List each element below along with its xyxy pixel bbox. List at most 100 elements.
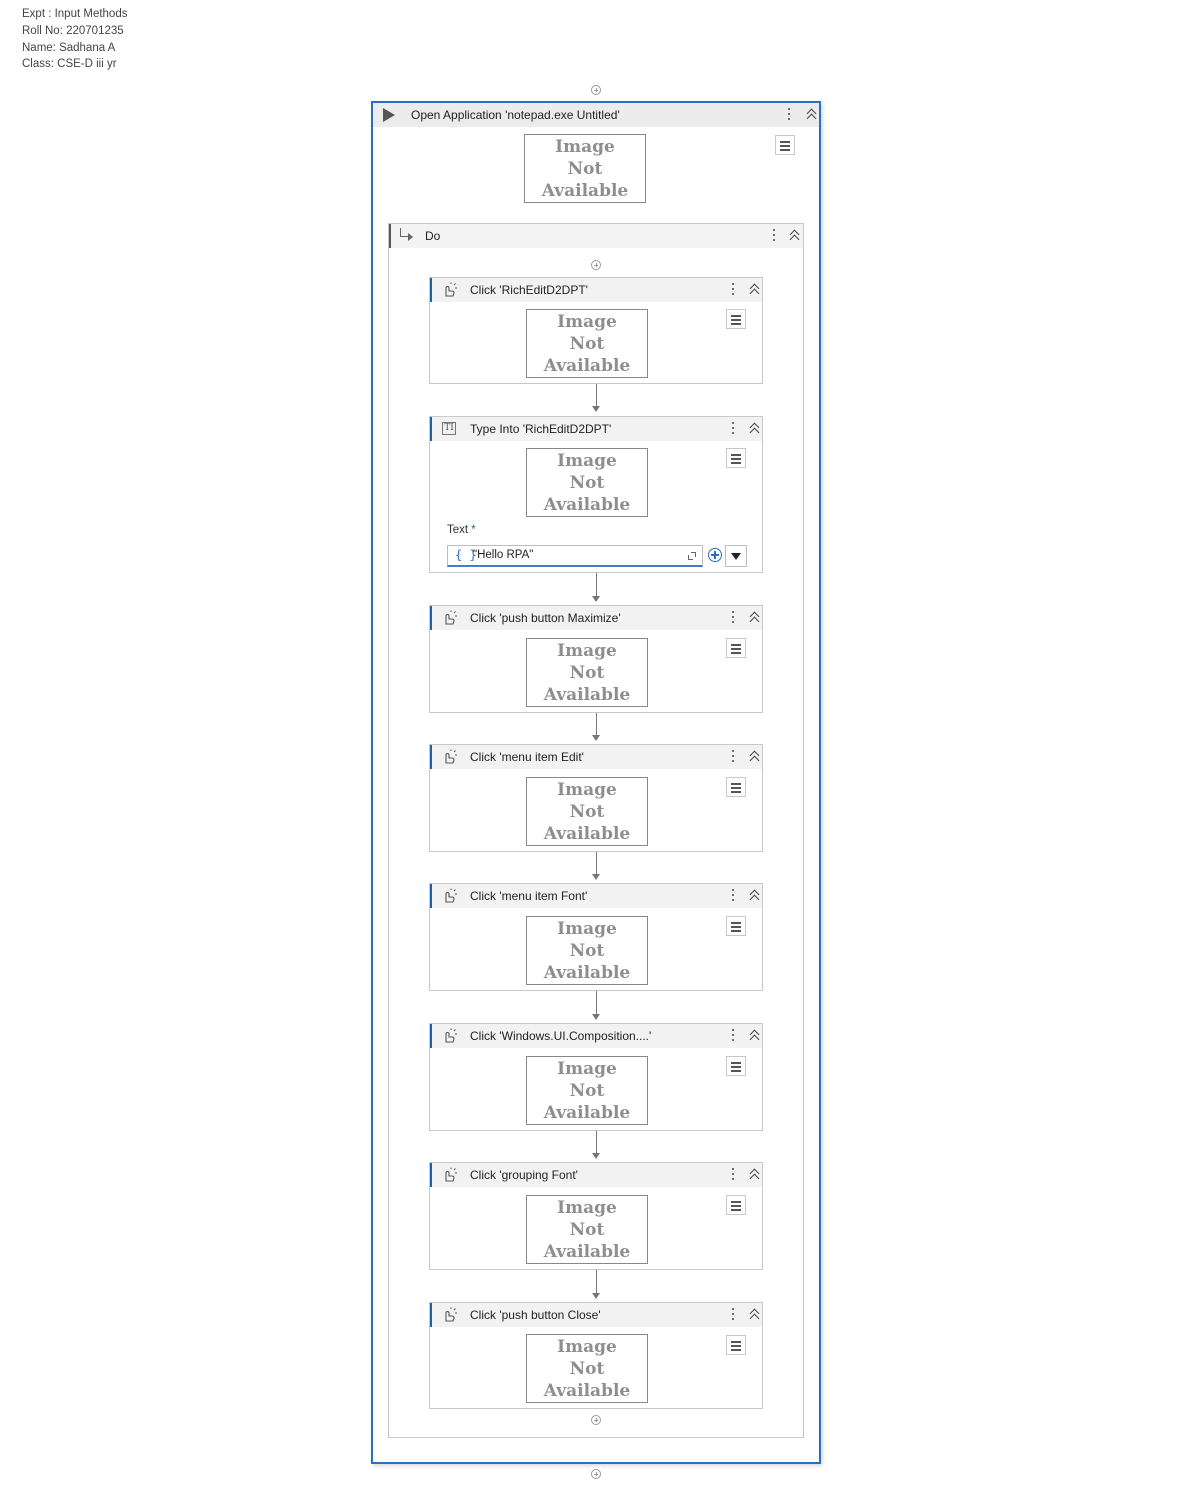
activity-title: Type Into 'RichEditD2DPT' [470, 422, 612, 436]
properties-menu-icon[interactable] [726, 916, 746, 936]
properties-menu-icon[interactable] [726, 777, 746, 797]
do-title: Do [425, 229, 441, 243]
collapse-icon[interactable] [748, 283, 760, 297]
properties-menu-icon[interactable] [726, 309, 746, 329]
connector-arrow-icon [592, 1014, 600, 1020]
options-kebab-icon[interactable] [731, 610, 735, 626]
collapse-icon[interactable] [748, 1308, 760, 1322]
click-pointer-icon [445, 282, 457, 297]
properties-menu-icon[interactable] [726, 448, 746, 468]
connector-line [596, 384, 597, 406]
activity-header[interactable]: Click 'RichEditD2DPT' [430, 278, 762, 302]
connector-arrow-icon [592, 874, 600, 880]
activity-title: Click 'RichEditD2DPT' [470, 283, 588, 297]
expression-icon: { } [455, 548, 477, 562]
expt-label: Expt : Input Methods [22, 8, 128, 20]
click-pointer-icon [445, 1167, 457, 1182]
class-label: Class: CSE-D iii yr [22, 58, 117, 71]
roll-label: Roll No: 220701235 [22, 24, 124, 37]
collapse-icon[interactable] [788, 229, 800, 243]
text-input[interactable]: { } "Hello RPA" [447, 545, 703, 567]
collapse-icon[interactable] [748, 750, 760, 764]
options-kebab-icon[interactable] [731, 421, 735, 437]
options-kebab-icon[interactable] [731, 1028, 735, 1044]
activity-title: Click 'menu item Font' [470, 889, 588, 903]
connector-line [596, 852, 597, 874]
connector-line [596, 991, 597, 1014]
options-kebab-icon[interactable] [731, 1307, 735, 1323]
click-pointer-icon [445, 1028, 457, 1043]
collapse-icon[interactable] [748, 1168, 760, 1182]
options-kebab-icon[interactable] [731, 1167, 735, 1183]
properties-menu-icon[interactable] [726, 1056, 746, 1076]
click-activity[interactable]: Click 'Windows.UI.Composition....' Image… [429, 1023, 763, 1131]
play-icon [383, 108, 395, 122]
connector-line [596, 573, 597, 596]
activity-header[interactable]: Click 'grouping Font' [430, 1163, 762, 1187]
open-application-header[interactable]: Open Application 'notepad.exe Untitled' [373, 103, 819, 127]
options-kebab-icon[interactable] [731, 282, 735, 298]
collapse-icon[interactable] [748, 889, 760, 903]
add-activity-icon[interactable] [591, 85, 601, 95]
add-activity-icon[interactable] [591, 1415, 601, 1425]
connector-arrow-icon [592, 735, 600, 741]
properties-menu-icon[interactable] [726, 1335, 746, 1355]
type-into-icon: TI [442, 422, 456, 435]
options-kebab-icon[interactable] [772, 228, 776, 244]
click-pointer-icon [445, 749, 457, 764]
options-kebab-icon[interactable] [731, 888, 735, 904]
activity-title: Click 'push button Maximize' [470, 611, 621, 625]
collapse-icon[interactable] [805, 108, 817, 122]
do-header[interactable]: Do [389, 224, 803, 248]
activity-header[interactable]: Click 'Windows.UI.Composition....' [430, 1024, 762, 1048]
options-kebab-icon[interactable] [731, 749, 735, 765]
activity-title: Click 'grouping Font' [470, 1168, 578, 1182]
activity-header[interactable]: Click 'menu item Edit' [430, 745, 762, 769]
click-pointer-icon [445, 1307, 457, 1322]
add-activity-icon[interactable] [591, 260, 601, 270]
expand-editor-icon[interactable] [688, 552, 696, 560]
dropdown-arrow-icon[interactable] [725, 545, 747, 567]
do-arrow-icon [400, 228, 413, 241]
collapse-icon[interactable] [748, 611, 760, 625]
activity-header[interactable]: Click 'push button Close' [430, 1303, 762, 1327]
click-pointer-icon [445, 610, 457, 625]
activity-header[interactable]: Click 'push button Maximize' [430, 606, 762, 630]
open-application-title: Open Application 'notepad.exe Untitled' [411, 108, 620, 122]
connector-arrow-icon [592, 1153, 600, 1159]
activity-header[interactable]: Click 'menu item Font' [430, 884, 762, 908]
name-label: Name: Sadhana A [22, 41, 116, 54]
properties-menu-icon[interactable] [775, 135, 795, 155]
add-activity-icon[interactable] [591, 1469, 601, 1479]
activity-title: Click 'push button Close' [470, 1308, 601, 1322]
student-info: Expt : Input Methods Roll No: 220701235 … [22, 6, 127, 73]
properties-menu-icon[interactable] [726, 1195, 746, 1215]
connector-line [596, 1131, 597, 1153]
activity-header[interactable]: TI Type Into 'RichEditD2DPT' [430, 417, 762, 441]
connector-arrow-icon [592, 406, 600, 412]
click-pointer-icon [445, 888, 457, 903]
collapse-icon[interactable] [748, 1029, 760, 1043]
activity-title: Click 'menu item Edit' [470, 750, 584, 764]
connector-arrow-icon [592, 1293, 600, 1299]
properties-menu-icon[interactable] [726, 638, 746, 658]
add-variable-icon[interactable] [708, 548, 722, 562]
connector-arrow-icon [592, 596, 600, 602]
collapse-icon[interactable] [748, 422, 760, 436]
options-kebab-icon[interactable] [787, 107, 791, 123]
connector-line [596, 1270, 597, 1293]
